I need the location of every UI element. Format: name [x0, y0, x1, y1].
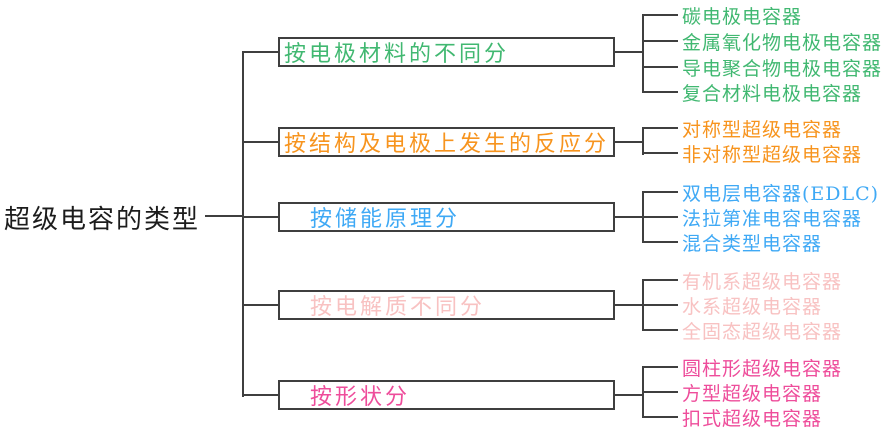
- leaf-label: 非对称型超级电容器: [682, 143, 863, 166]
- leaf-label: 圆柱形超级电容器: [682, 357, 843, 380]
- leaf-tick: [642, 279, 678, 281]
- leaf-label: 全固态超级电容器: [682, 320, 843, 343]
- leaf-tick: [642, 91, 678, 93]
- leaf-label: 复合材料电极电容器: [682, 82, 863, 105]
- leaf-label: 混合类型电容器: [682, 232, 823, 255]
- box-bracket-line-3: [614, 216, 644, 218]
- diagram-root-label: 超级电容的类型: [4, 204, 201, 235]
- leaf-label: 对称型超级电容器: [682, 118, 843, 141]
- leaf-tick: [642, 241, 678, 243]
- branch-line-3: [242, 216, 278, 218]
- leaf-tick: [642, 191, 678, 193]
- branch-line-5: [242, 394, 278, 396]
- box-bracket-line-4: [614, 304, 644, 306]
- category-box-electrode-material: 按电极材料的不同分: [278, 37, 615, 67]
- leaf-tick: [642, 152, 678, 154]
- branch-line-4: [242, 304, 278, 306]
- branch-line-1: [242, 51, 278, 53]
- box-bracket-line-5: [614, 394, 644, 396]
- leaf-tick: [642, 366, 678, 368]
- trunk-line: [242, 51, 244, 397]
- leaf-tick: [642, 416, 678, 418]
- category-box-shape: 按形状分: [278, 380, 615, 410]
- leaf-label: 导电聚合物电极电容器: [682, 57, 883, 80]
- leaf-tick: [642, 304, 678, 306]
- leaf-label: 法拉第准电容电容器: [682, 207, 863, 230]
- category-box-structure-reaction: 按结构及电极上发生的反应分: [278, 127, 615, 157]
- leaf-tick: [642, 329, 678, 331]
- leaf-tick: [642, 391, 678, 393]
- leaf-tick: [642, 66, 678, 68]
- leaf-label: 方型超级电容器: [682, 382, 823, 405]
- leaf-tick: [642, 14, 678, 16]
- root-connector-line: [205, 215, 243, 217]
- bracket-line-2: [642, 127, 644, 155]
- category-box-energy-storage-principle: 按储能原理分: [278, 202, 615, 232]
- leaf-label: 扣式超级电容器: [682, 407, 823, 430]
- leaf-label: 金属氧化物电极电容器: [682, 31, 883, 54]
- leaf-label: 水系超级电容器: [682, 295, 823, 318]
- leaf-tick: [642, 127, 678, 129]
- bracket-line-1: [642, 14, 644, 93]
- leaf-label: 碳电极电容器: [682, 5, 803, 28]
- leaf-tick: [642, 40, 678, 42]
- leaf-label: 双电层电容器(EDLC): [682, 182, 880, 205]
- branch-line-2: [242, 141, 278, 143]
- category-box-electrolyte: 按电解质不同分: [278, 290, 615, 320]
- leaf-tick: [642, 216, 678, 218]
- box-bracket-line-1: [614, 51, 644, 53]
- box-bracket-line-2: [614, 141, 644, 143]
- leaf-label: 有机系超级电容器: [682, 270, 843, 293]
